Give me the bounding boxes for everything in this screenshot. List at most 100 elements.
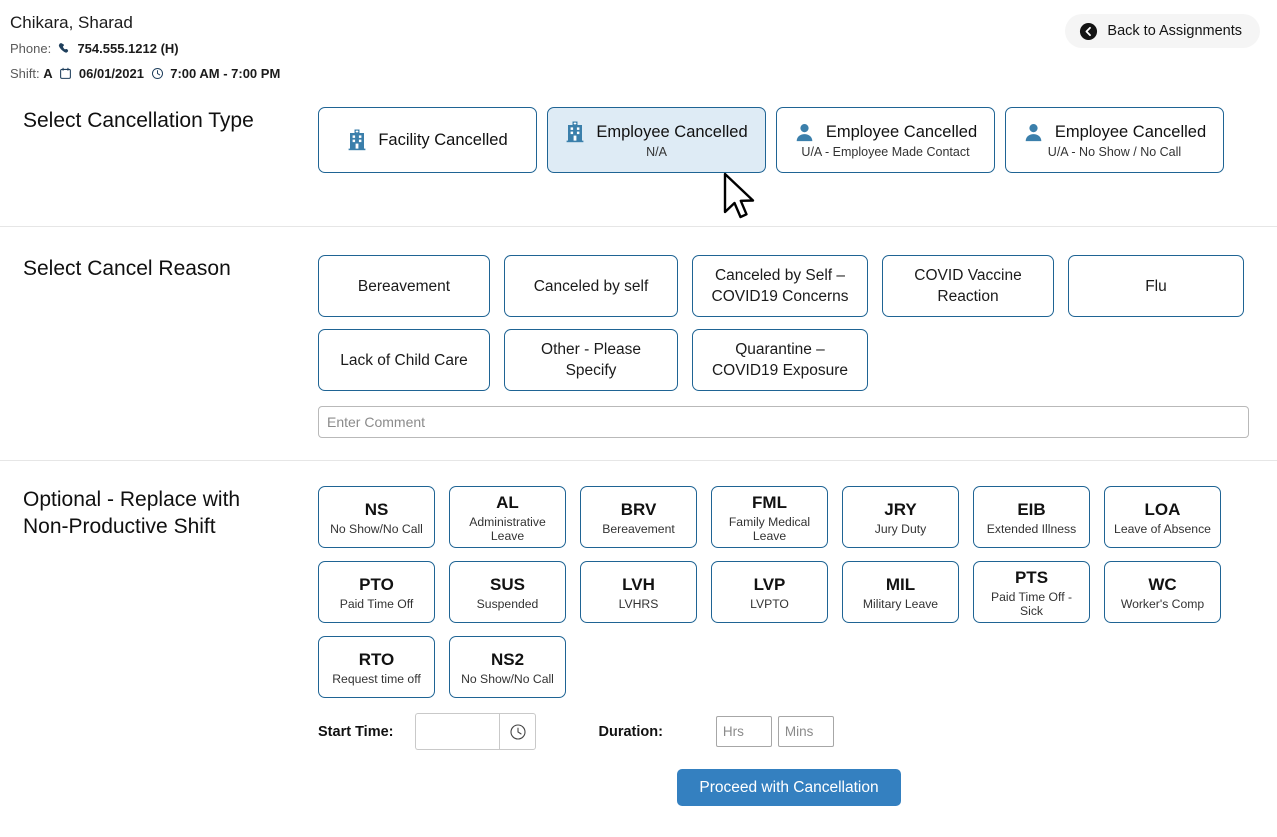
type-card-main: Employee Cancelled — [794, 122, 977, 143]
code-desc: Extended Illness — [986, 521, 1077, 536]
type-card-title: Facility Cancelled — [378, 130, 508, 149]
hospital-icon — [347, 129, 367, 151]
reason-canceled-by-self[interactable]: Canceled by self — [504, 255, 678, 317]
code-button-fml[interactable]: FML Family Medical Leave — [711, 486, 828, 548]
code-desc: No Show/No Call — [330, 521, 423, 536]
duration-minutes-input[interactable] — [777, 716, 834, 747]
person-icon — [794, 122, 815, 143]
code-button-pts[interactable]: PTS Paid Time Off - Sick — [973, 561, 1090, 623]
non-productive-title: Optional - Replace with Non-Productive S… — [0, 486, 318, 540]
cancellation-type-title: Select Cancellation Type — [23, 109, 254, 132]
code-button-loa[interactable]: LOA Leave of Absence — [1104, 486, 1221, 548]
shift-date: 06/01/2021 — [78, 66, 144, 81]
code-button-brv[interactable]: BRV Bereavement — [580, 486, 697, 548]
type-card-employee-cancelled-made-contact[interactable]: Employee Cancelled U/A - Employee Made C… — [776, 107, 995, 173]
code-abbr: LOA — [1144, 499, 1181, 519]
type-card-subtitle: N/A — [646, 145, 667, 159]
reason-bereavement[interactable]: Bereavement — [318, 255, 490, 317]
non-productive-body: NS No Show/No Call AL Administrative Lea… — [318, 486, 1277, 806]
code-abbr: LVP — [753, 574, 786, 594]
code-abbr: BRV — [620, 499, 657, 519]
person-icon — [1023, 122, 1044, 143]
cancellation-type-section: Select Cancellation Type Facility Cancel… — [0, 107, 1277, 173]
code-button-rto[interactable]: RTO Request time off — [318, 636, 435, 698]
code-desc: Military Leave — [862, 596, 939, 611]
code-desc: Family Medical Leave — [728, 514, 811, 543]
reason-lack-of-child-care[interactable]: Lack of Child Care — [318, 329, 490, 391]
non-productive-title-line2: Non-Productive Shift — [23, 515, 216, 538]
shift-row: Shift: A 06/01/2021 7:00 AM - 7:00 PM — [10, 65, 1277, 84]
comment-input[interactable] — [318, 406, 1249, 438]
code-desc: Paid Time Off — [339, 596, 414, 611]
code-button-lvp[interactable]: LVP LVPTO — [711, 561, 828, 623]
non-productive-title-line1: Optional - Replace with — [23, 488, 241, 511]
code-abbr: FML — [752, 492, 787, 512]
type-card-title: Employee Cancelled — [596, 122, 748, 141]
code-button-eib[interactable]: EIB Extended Illness — [973, 486, 1090, 548]
section-divider — [0, 460, 1277, 461]
code-abbr: RTO — [358, 649, 395, 669]
employee-header: Chikara, Sharad Phone: 754.555.1212 (H) … — [0, 0, 1277, 84]
code-desc: LVPTO — [750, 596, 789, 611]
type-card-title: Employee Cancelled — [825, 122, 978, 141]
mouse-cursor — [723, 172, 761, 225]
code-row-1: NS No Show/No Call AL Administrative Lea… — [318, 486, 1260, 548]
type-card-employee-cancelled-na[interactable]: Employee Cancelled N/A — [547, 107, 766, 173]
cancellation-type-row: Facility Cancelled Employee Cancelled N/… — [318, 107, 1260, 173]
duration-hours-input[interactable] — [715, 716, 772, 747]
shift-label: Shift: — [10, 66, 40, 81]
code-button-ns2[interactable]: NS2 No Show/No Call — [449, 636, 566, 698]
code-abbr: WC — [1148, 574, 1177, 594]
clock-icon — [151, 67, 164, 84]
proceed-row: Proceed with Cancellation — [318, 769, 1260, 806]
time-picker-button[interactable] — [499, 713, 537, 750]
phone-number: 754.555.1212 (H) — [77, 41, 179, 56]
hospital-icon — [565, 121, 585, 143]
type-card-main: Employee Cancelled — [565, 121, 748, 143]
code-desc: Request time off — [332, 671, 421, 686]
code-button-jry[interactable]: JRY Jury Duty — [842, 486, 959, 548]
code-button-pto[interactable]: PTO Paid Time Off — [318, 561, 435, 623]
code-abbr: SUS — [490, 574, 525, 594]
code-abbr: LVH — [622, 574, 655, 594]
duration-label: Duration: — [598, 723, 663, 740]
code-abbr: PTS — [1014, 567, 1049, 587]
code-button-ns[interactable]: NS No Show/No Call — [318, 486, 435, 548]
back-to-assignments-button[interactable]: Back to Assignments — [1065, 14, 1260, 48]
code-desc: Bereavement — [602, 521, 675, 536]
code-button-sus[interactable]: SUS Suspended — [449, 561, 566, 623]
type-card-title: Employee Cancelled — [1054, 122, 1207, 141]
reason-canceled-by-self-covid19-concerns[interactable]: Canceled by Self – COVID19 Concerns — [692, 255, 868, 317]
reason-covid-vaccine-reaction[interactable]: COVID Vaccine Reaction — [882, 255, 1054, 317]
code-desc: LVHRS — [618, 596, 659, 611]
code-button-al[interactable]: AL Administrative Leave — [449, 486, 566, 548]
code-button-mil[interactable]: MIL Military Leave — [842, 561, 959, 623]
code-desc: Jury Duty — [874, 521, 927, 536]
phone-label: Phone: — [10, 41, 52, 56]
reason-other-please-specify[interactable]: Other - Please Specify — [504, 329, 678, 391]
proceed-with-cancellation-button[interactable]: Proceed with Cancellation — [677, 769, 901, 806]
code-abbr: NS2 — [490, 649, 525, 669]
code-desc: No Show/No Call — [461, 671, 554, 686]
type-card-facility-cancelled[interactable]: Facility Cancelled — [318, 107, 537, 173]
reason-quarantine-covid19-exposure[interactable]: Quarantine – COVID19 Exposure — [692, 329, 868, 391]
code-abbr: JRY — [884, 499, 917, 519]
employee-name: Chikara, Sharad — [10, 13, 133, 32]
code-abbr: AL — [496, 492, 519, 512]
phone-row: Phone: 754.555.1212 (H) — [10, 40, 1277, 59]
code-desc: Worker's Comp — [1120, 596, 1205, 611]
back-to-assignments-label: Back to Assignments — [1107, 23, 1242, 39]
back-arrow-circle-icon — [1079, 22, 1098, 41]
code-button-lvh[interactable]: LVH LVHRS — [580, 561, 697, 623]
code-desc: Administrative Leave — [469, 514, 546, 543]
type-card-subtitle: U/A - Employee Made Contact — [801, 144, 970, 159]
start-time-input[interactable] — [415, 713, 500, 750]
clock-icon — [509, 723, 527, 741]
calendar-icon — [59, 67, 72, 84]
type-card-subtitle: U/A - No Show / No Call — [1047, 144, 1182, 159]
type-card-employee-cancelled-no-show[interactable]: Employee Cancelled U/A - No Show / No Ca… — [1005, 107, 1224, 173]
reason-flu[interactable]: Flu — [1068, 255, 1244, 317]
type-card-main: Facility Cancelled — [347, 129, 508, 151]
code-button-wc[interactable]: WC Worker's Comp — [1104, 561, 1221, 623]
code-desc: Leave of Absence — [1114, 521, 1211, 536]
